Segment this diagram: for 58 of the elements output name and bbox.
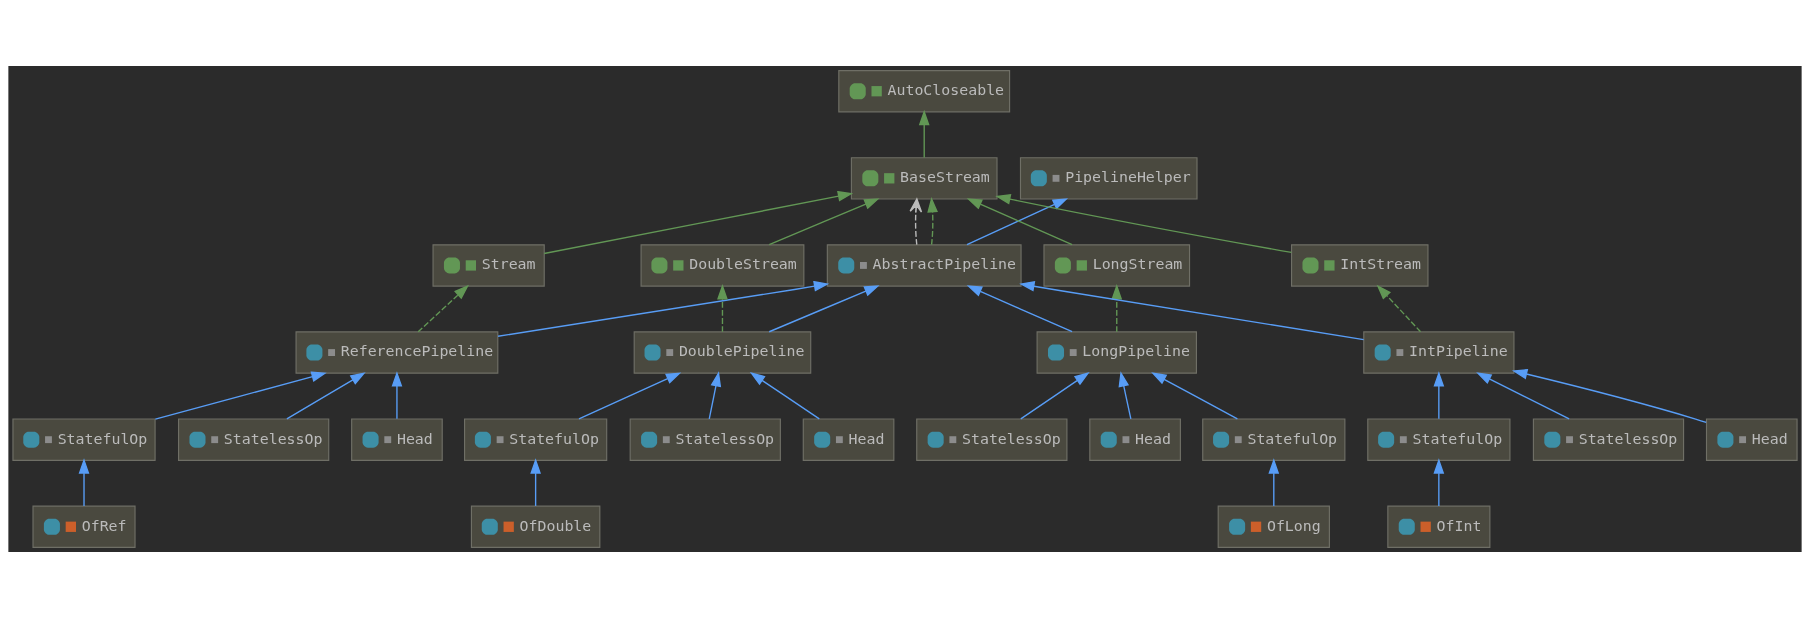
node-box: Head [1705, 417, 1798, 461]
arrow [1376, 284, 1422, 332]
node-box: DoubleStream [640, 243, 805, 287]
arrow [1111, 283, 1123, 332]
arrow [927, 196, 938, 245]
arrow [749, 371, 820, 420]
node-box: BaseStream [850, 156, 998, 200]
arrow [286, 371, 366, 420]
node-box: IntStream [1291, 243, 1429, 287]
node-box: Stream [432, 243, 545, 287]
arrow [1268, 457, 1280, 507]
node-box: StatefulOp [12, 417, 156, 461]
arrow [1118, 370, 1132, 420]
node-box: OfDouble [470, 505, 601, 548]
node-box: StatelessOp [1532, 417, 1685, 461]
arrow [1512, 368, 1707, 423]
node-box: StatefulOp [464, 417, 608, 461]
node-box: PipelineHelper [1019, 156, 1198, 200]
node-box: Head [1089, 417, 1181, 461]
arrow [1433, 457, 1445, 507]
node-box: StatefulOp [1367, 417, 1511, 461]
arrow [154, 371, 327, 420]
arrow [78, 457, 90, 507]
arrow [391, 370, 403, 420]
node-box: OfRef [32, 505, 136, 548]
arrow [768, 284, 880, 332]
node-box: OfInt [1387, 505, 1491, 548]
arrow [497, 280, 830, 337]
node-box: LongPipeline [1036, 330, 1197, 374]
arrow [1151, 371, 1239, 420]
node-box: Head [351, 417, 443, 461]
node-box: AbstractPipeline [826, 243, 1022, 287]
arrow [543, 190, 854, 254]
arrow [1476, 371, 1570, 420]
node-box: ReferencePipeline [295, 330, 499, 374]
node-box: IntPipeline [1363, 330, 1515, 374]
node-box: StatefulOp [1202, 417, 1346, 461]
node-box: OfLong [1217, 505, 1330, 548]
arrow [1020, 371, 1090, 420]
arrow [768, 197, 880, 245]
arrow [530, 457, 541, 507]
arrow [995, 193, 1293, 253]
arrow [417, 284, 470, 332]
arrow [708, 370, 722, 420]
node-box: LongStream [1043, 243, 1191, 287]
arrow [1433, 370, 1445, 420]
node-box: StatelessOp [916, 417, 1068, 461]
arrow [909, 197, 923, 245]
arrow [966, 284, 1073, 332]
arrow [1019, 280, 1365, 340]
node-box: StatelessOp [178, 417, 330, 461]
node-box: AutoCloseable [838, 69, 1011, 112]
arrow [717, 283, 728, 332]
node-box: Head [802, 417, 895, 461]
node-box: DoublePipeline [633, 330, 812, 374]
arrow [578, 371, 682, 420]
node-box: StatelessOp [629, 417, 781, 461]
arrow [918, 109, 930, 158]
